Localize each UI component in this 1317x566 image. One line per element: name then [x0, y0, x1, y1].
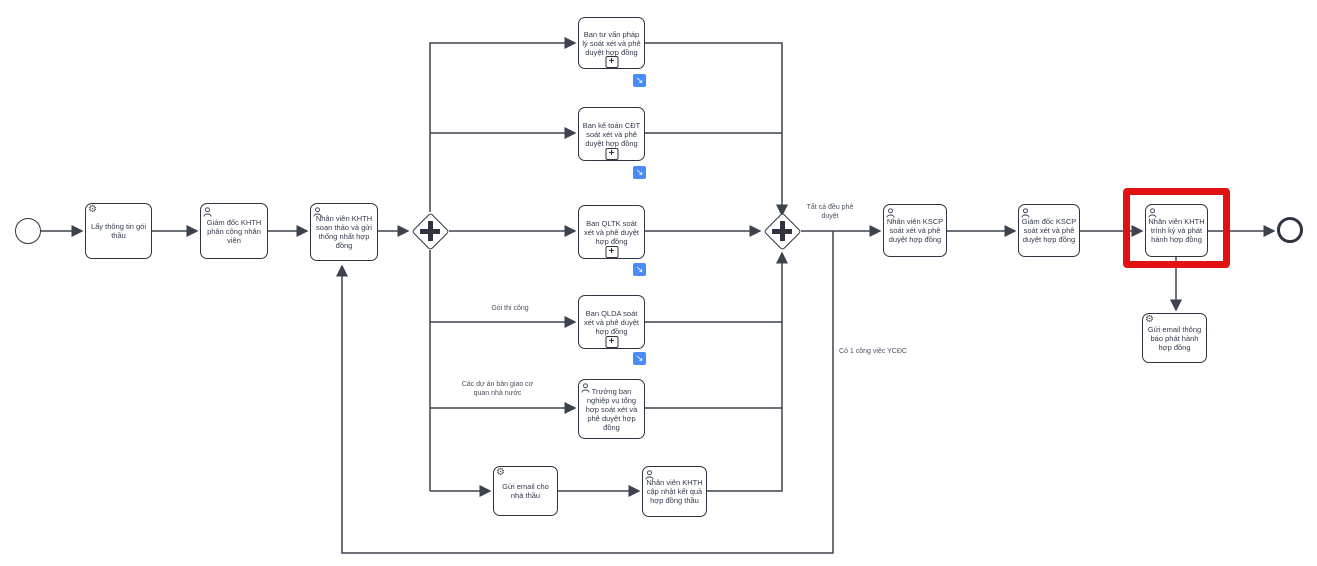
link-arrow-icon[interactable]: ↘: [633, 263, 646, 276]
task-label: Giám đốc KHTH phân công nhân viên: [206, 217, 262, 245]
subprocess-plus-icon[interactable]: +: [605, 246, 618, 258]
user-icon: [581, 380, 590, 393]
task-label: Nhân viên KSCP soát xét và phê duyệt hợp…: [886, 217, 944, 244]
task-label: Trưởng ban nghiệp vụ tổng hợp soát xét v…: [585, 386, 638, 432]
plus-icon: [772, 228, 792, 234]
red-highlight-box: [1123, 188, 1230, 268]
task-gd-kscp-soat-xet[interactable]: Giám đốc KSCP soát xét và phê duyệt hợp …: [1018, 204, 1080, 257]
edge-label-cac-du-an: Các dự án bàn giao cơ quan nhà nước: [461, 381, 534, 398]
user-icon: [645, 467, 654, 480]
task-ban-ke-toan-cdt[interactable]: Ban kế toán CĐT soát xét và phê duyệt hợ…: [578, 107, 645, 161]
task-nv-khth-trinh-ky[interactable]: Nhân viên KHTH trình ký và phát hành hợp…: [1145, 204, 1208, 257]
link-arrow-icon[interactable]: ↘: [633, 74, 646, 87]
user-icon: [203, 204, 212, 217]
task-label: Nhân viên KHTH cập nhật kết quả hợp đồng…: [646, 478, 703, 505]
task-nv-kscp-soat-xet[interactable]: Nhân viên KSCP soát xét và phê duyệt hợp…: [883, 204, 947, 257]
user-icon: [1148, 205, 1157, 218]
task-label: Ban QLTK soát xét và phê duyệt hợp đồng: [583, 218, 640, 246]
plus-icon: [420, 228, 440, 234]
subprocess-plus-icon[interactable]: +: [605, 148, 618, 160]
task-giam-doc-khth-phan-cong[interactable]: Giám đốc KHTH phân công nhân viên: [200, 203, 268, 259]
task-nv-khth-soan-thao[interactable]: Nhân viên KHTH soạn thảo và gửi thống nh…: [310, 203, 378, 261]
task-label: Ban tư vấn pháp lý soát xét và phê duyệt…: [582, 29, 641, 57]
edge-label-co-1-cong-viec: Có 1 công việc YCĐC: [839, 348, 907, 355]
task-gui-email-phat-hanh[interactable]: ⚙ Gửi email thông báo phát hành hợp đồng: [1142, 313, 1207, 363]
task-label: Ban kế toán CĐT soát xét và phê duyệt hợ…: [582, 120, 641, 148]
start-event[interactable]: [15, 218, 41, 244]
parallel-gateway-split[interactable]: [411, 212, 450, 251]
task-label: Gửi email cho nhà thầu: [502, 482, 549, 500]
task-lay-thong-tin-goi-thau[interactable]: ⚙ Lấy thông tin gói thầu: [85, 203, 152, 259]
task-nv-khth-cap-nhat[interactable]: Nhân viên KHTH cập nhật kết quả hợp đồng…: [642, 466, 707, 517]
task-label: Gửi email thông báo phát hành hợp đồng: [1147, 324, 1202, 352]
gear-icon: ⚙: [88, 204, 97, 215]
edge-label-goi-thi-cong: Gói thi công: [491, 305, 529, 312]
user-icon: [1021, 205, 1030, 218]
subprocess-plus-icon[interactable]: +: [605, 56, 618, 68]
task-ban-qltk[interactable]: Ban QLTK soát xét và phê duyệt hợp đồng …: [578, 205, 645, 259]
end-event[interactable]: [1277, 217, 1303, 243]
edge-label-tat-ca-phe-duyet: Tất cả đều phê duyệt: [806, 204, 854, 221]
task-ban-tu-van-phap-ly[interactable]: Ban tư vấn pháp lý soát xét và phê duyệt…: [578, 17, 645, 69]
task-gui-email-nha-thau[interactable]: ⚙ Gửi email cho nhà thầu: [493, 466, 558, 516]
task-label: Giám đốc KSCP soát xét và phê duyệt hợp …: [1021, 217, 1077, 244]
task-label: Nhân viên KHTH soạn thảo và gửi thống nh…: [315, 214, 373, 250]
task-label: Lấy thông tin gói thầu: [90, 222, 147, 240]
gear-icon: ⚙: [1145, 314, 1154, 325]
gear-icon: ⚙: [496, 467, 505, 478]
user-icon: [886, 205, 895, 218]
task-ban-qlda[interactable]: Ban QLDA soát xét và phê duyệt hợp đồng …: [578, 295, 645, 349]
parallel-gateway-merge[interactable]: [763, 212, 802, 251]
link-arrow-icon[interactable]: ↘: [633, 352, 646, 365]
task-label: Ban QLDA soát xét và phê duyệt hợp đồng: [583, 308, 640, 336]
task-label: Nhân viên KHTH trình ký và phát hành hợp…: [1148, 217, 1205, 244]
link-arrow-icon[interactable]: ↘: [633, 166, 646, 179]
task-truong-ban-nghiep-vu[interactable]: Trưởng ban nghiệp vụ tổng hợp soát xét v…: [578, 379, 645, 439]
subprocess-plus-icon[interactable]: +: [605, 336, 618, 348]
user-icon: [313, 204, 322, 217]
